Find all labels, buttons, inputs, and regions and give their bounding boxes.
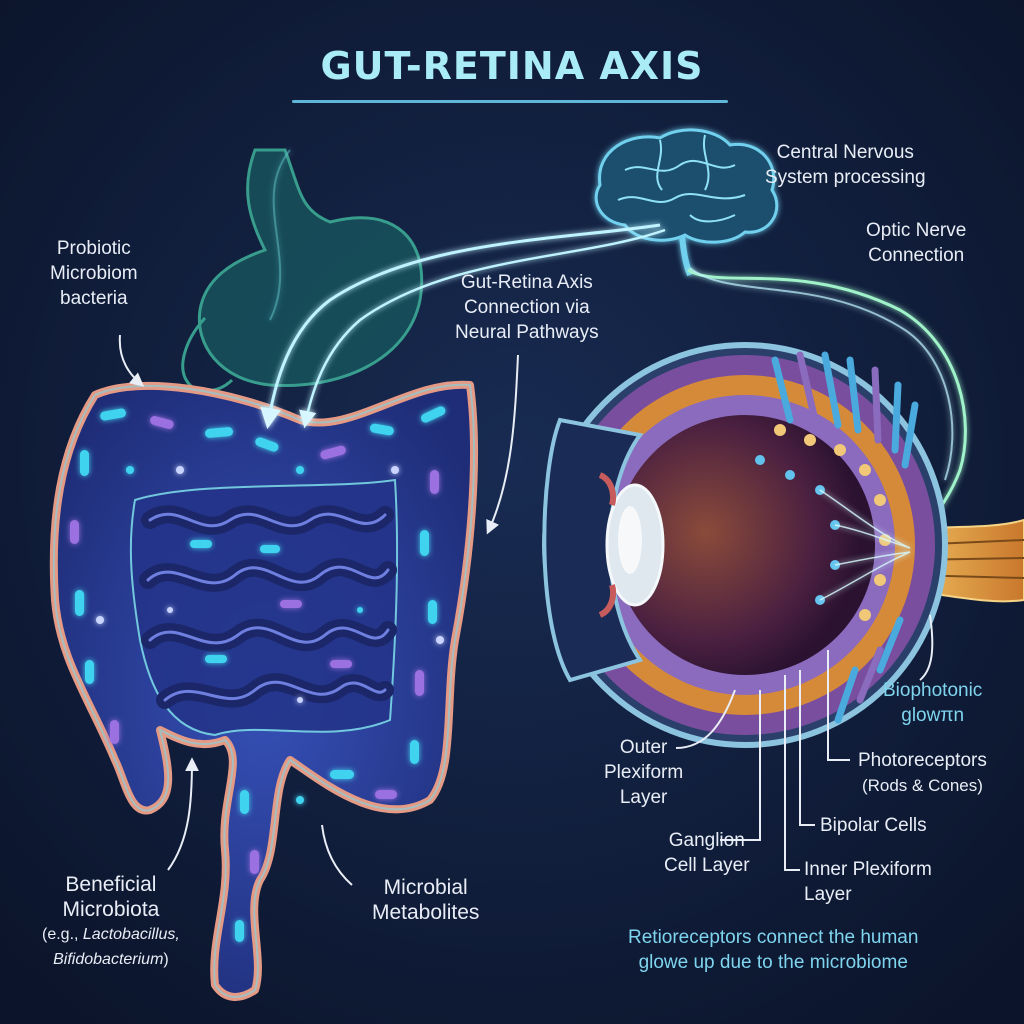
label-opl-line2: Plexiform [604,762,684,783]
optic-nerve-path [687,267,967,546]
label-opl-line3: Layer [619,787,668,808]
label-inner-plexiform: Inner Plexiform Layer [804,857,932,907]
label-ipl-line1: Inner Plexiform [804,859,932,880]
label-cns: Central Nervous System processing [765,140,926,190]
label-axis-connection: Gut-Retina Axis Connection via Neural Pa… [455,270,599,345]
label-beneficial-suffix: ) [163,951,169,968]
label-beneficial: Beneficial Microbiota (e.g., Lactobacill… [42,872,180,972]
label-probiotic-line1: Probiotic [56,238,131,259]
footer-caption: Retioreceptors connect the human glowe u… [628,925,918,975]
label-beneficial-species2: Bifidobacterium [53,951,164,968]
leader-lines [118,334,934,886]
label-beneficial-line3: (e.g., Lactobacillus, [42,922,180,947]
label-biophotonic-line1: Biophotonic [883,680,983,701]
label-ganglion: Ganglion Cell Layer [664,828,750,878]
label-ipl-line2: Layer [804,884,852,905]
label-opl-line1: Outer [619,737,668,758]
label-probiotic: Probiotic Microbiom bacteria [50,236,138,311]
label-metabolites-line2: Metabolites [372,901,480,924]
label-beneficial-line2: Microbiota [62,898,160,921]
label-photo-line2: (Rods & Cones) [861,776,983,795]
label-biophotonic-line2: glowπn [901,705,965,726]
label-bipolar-text: Bipolar Cells [820,815,927,836]
label-axis-line3: Neural Pathways [455,322,599,343]
diagram-title: GUT-RETINA AXIS [320,44,704,88]
eye [542,342,1024,748]
label-beneficial-line1: Beneficial [65,873,157,896]
label-beneficial-species1: Lactobacillus, [82,926,180,943]
stomach [181,148,424,393]
photoreceptor-rods [771,351,919,724]
label-optic-line2: Connection [868,245,965,266]
label-cns-line1: Central Nervous [776,142,914,163]
footer-line2: glowe up due to the microbiome [638,952,908,973]
brain [594,128,779,277]
small-intestine [139,505,397,709]
gut-bacteria [70,406,446,942]
label-metabolites: Microbial Metabolites [372,875,479,925]
footer-line1: Retioreceptors connect the human [628,927,919,948]
label-ganglion-line2: Cell Layer [664,855,750,876]
label-photoreceptors: Photoreceptors (Rods & Cones) [858,748,987,798]
label-axis-line1: Gut-Retina Axis [460,272,593,293]
label-ganglion-line1: Ganglion [668,830,745,851]
label-metabolites-line1: Microbial [383,876,468,899]
label-beneficial-line4: Bifidobacterium) [42,947,180,972]
label-beneficial-prefix: (e.g., [42,926,83,943]
biophotonic-fibers [819,489,911,601]
label-photo-line1: Photoreceptors [858,750,987,771]
label-optic-nerve: Optic Nerve Connection [866,218,966,268]
label-axis-line2: Connection via [463,297,590,318]
label-bipolar: Bipolar Cells [820,813,927,838]
label-probiotic-line3: bacteria [60,288,128,309]
neural-pathways [260,149,666,430]
label-biophotonic: Biophotonic glowπn [883,678,982,728]
label-outer-plexiform: Outer Plexiform Layer [604,735,683,810]
label-optic-line1: Optic Nerve [866,220,967,241]
label-cns-line2: System processing [765,167,926,188]
label-probiotic-line2: Microbiom [50,263,138,284]
title-underline [292,100,728,103]
